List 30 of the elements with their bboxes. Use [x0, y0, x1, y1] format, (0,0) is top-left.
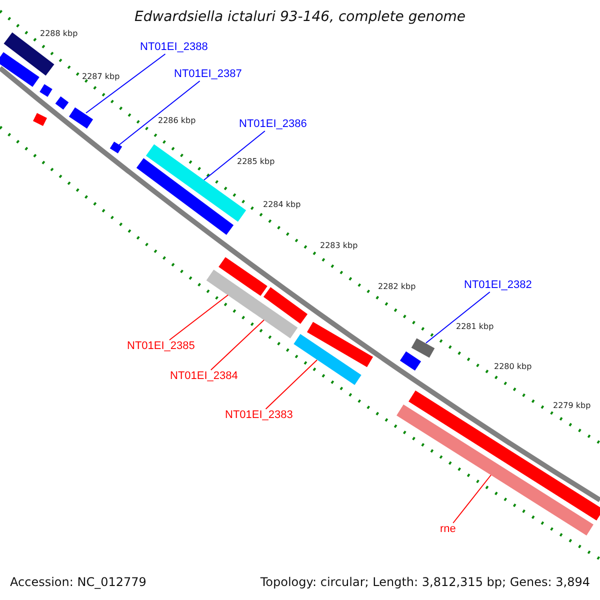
footer-text: Accession: NC_012779 [10, 575, 146, 589]
leader-line [265, 360, 318, 410]
gene-bar [411, 338, 435, 358]
position-label: 2280 kbp [494, 362, 532, 372]
leader-line [210, 320, 264, 370]
leader-line [426, 292, 490, 344]
leader-line [204, 130, 266, 180]
gene-label: NT01EI_2385 [127, 340, 195, 353]
leader-line [168, 294, 228, 340]
gene-label: rne [440, 523, 456, 536]
gene-label: NT01EI_2386 [239, 118, 307, 131]
position-label: 2282 kbp [378, 282, 416, 292]
position-label: 2279 kbp [553, 401, 591, 411]
map-title: Edwardsiella ictaluri 93-146, complete genome [133, 9, 467, 25]
gene-bar [206, 270, 298, 338]
gene-label: NT01EI_2383 [225, 409, 293, 422]
gene-bar [110, 142, 122, 154]
gene-label: NT01EI_2388 [140, 41, 208, 54]
gene-bar [68, 107, 94, 129]
position-label: 2288 kbp [40, 29, 78, 39]
position-label: 2285 kbp [237, 157, 275, 167]
leader-line [86, 54, 166, 114]
gene-label: NT01EI_2384 [170, 370, 238, 383]
footer-text: Topology: circular; Length: 3,812,315 bp; Genes: 3,894 [260, 575, 590, 589]
leader-line [452, 474, 492, 524]
leader-line [118, 80, 200, 146]
position-label: 2284 kbp [263, 200, 301, 210]
gene-label: NT01EI_2387 [174, 68, 242, 81]
gene-bar [294, 334, 362, 385]
gene-label: NT01EI_2382 [464, 279, 532, 292]
